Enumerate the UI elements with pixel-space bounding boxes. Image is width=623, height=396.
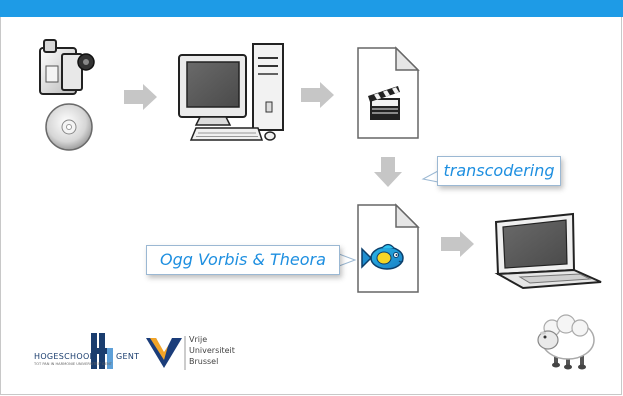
vub-line-2: Universiteit [189,346,235,355]
formats-label: Ogg Vorbis & Theora [160,250,326,269]
sheep-mascot-icon [537,314,595,370]
desktop-computer-icon [178,43,284,141]
hogeschool-gent-logo [91,333,113,369]
cd-disc-icon [45,103,93,151]
header-bar [0,0,623,17]
arrow-down-icon [374,157,402,187]
hogeschool-tagline: TOT PAN IN HARMONIE UNIVERSITEIT GENT [34,362,112,366]
camcorder-icon [39,39,95,95]
laptop-icon [494,212,602,290]
video-file-icon [357,46,420,139]
vub-logo [146,336,186,370]
callout-pointer [338,253,357,267]
arrow-right-icon [124,84,157,110]
slide-frame [0,17,622,395]
arrow-right-icon [441,231,474,257]
vub-line-1: Vrije [189,335,208,344]
hogeschool-right-text: GENT [116,352,140,361]
formats-callout: Ogg Vorbis & Theora [146,245,340,275]
callout-pointer [421,170,439,183]
transcoding-callout: transcodering [437,156,561,186]
transcoding-label: transcodering [443,161,555,180]
ogg-file-icon [357,203,420,293]
arrow-right-icon [301,82,334,108]
clapperboard-icon [368,86,400,120]
hogeschool-left-text: HOGESCHOOL [34,352,95,361]
vub-line-3: Brussel [189,357,219,366]
fish-icon [361,243,404,270]
